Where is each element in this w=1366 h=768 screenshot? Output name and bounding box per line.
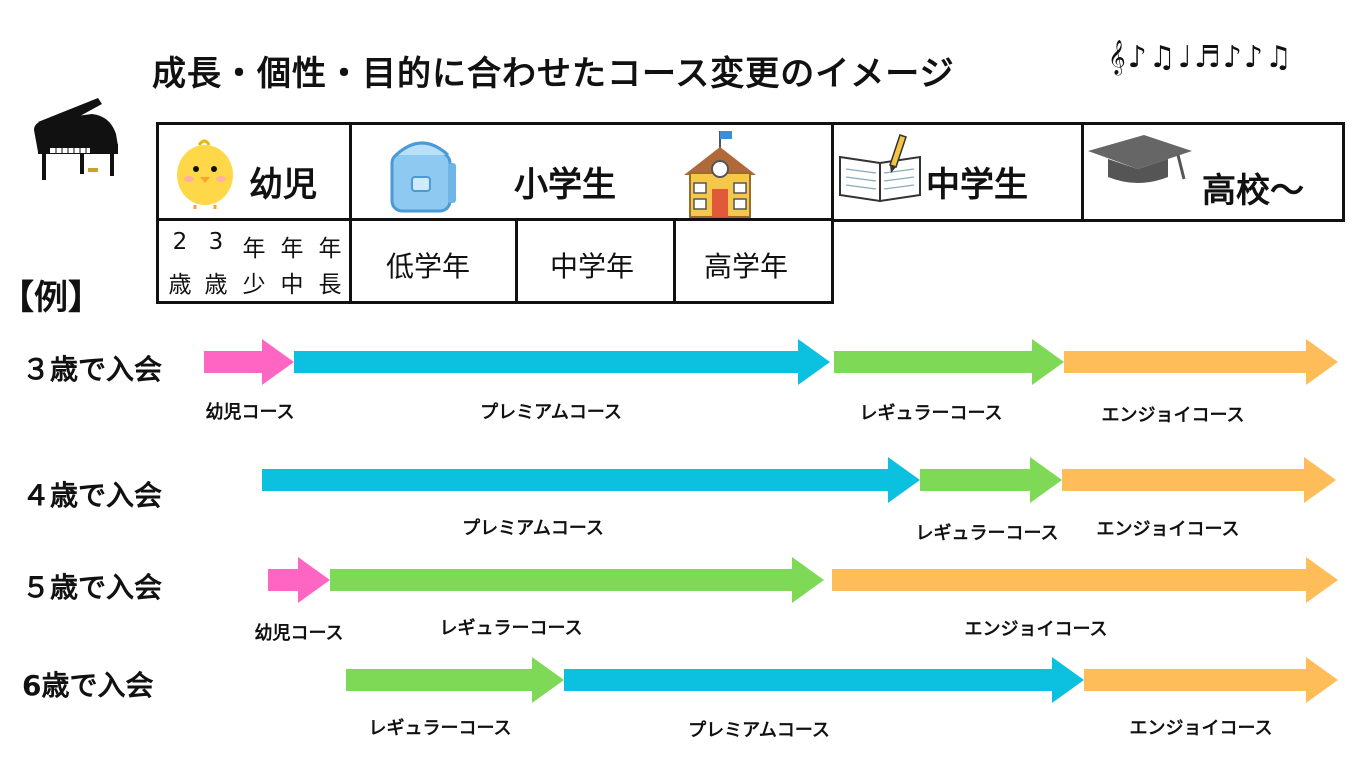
course-arrow: [834, 339, 1064, 385]
course-label: レギュラーコース: [368, 718, 512, 739]
course-label: レギュラーコース: [859, 403, 1003, 424]
course-arrow: [920, 457, 1062, 503]
row-label-age6: 6歳で入会: [22, 669, 154, 702]
chick-icon: [177, 139, 233, 209]
course-arrow: [294, 339, 830, 385]
course-arrow: [832, 557, 1338, 603]
course-label: プレミアムコース: [480, 402, 622, 423]
grade-high-cell: 高学年: [673, 218, 834, 304]
course-arrow: [1062, 457, 1336, 503]
grade-high: 高学年: [704, 250, 789, 283]
grade-mid: 中学年: [550, 250, 635, 283]
kindergarten-header: 幼児: [156, 122, 352, 222]
course-label: エンジョイコース: [1096, 519, 1240, 540]
kinder-grade-nenchu-top: 年: [280, 236, 304, 262]
notebook-pencil-icon: [839, 134, 921, 203]
elementary-header: 小学生: [349, 122, 834, 222]
kindergarten-grades: 2 歳 3 歳 年 少 年 中 年 長: [156, 218, 352, 304]
kinder-grade-nensho-bottom: 少: [242, 272, 266, 298]
course-arrow: [262, 457, 920, 503]
row-label-age3: ３歳で入会: [22, 353, 163, 386]
course-arrow: [1064, 339, 1338, 385]
graduation-cap-icon: [1088, 135, 1192, 183]
course-arrow: [330, 557, 824, 603]
school-building-icon: [684, 131, 756, 218]
course-label: エンジョイコース: [1129, 718, 1273, 739]
course-label: プレミアムコース: [688, 720, 830, 741]
course-label: エンジョイコース: [1101, 405, 1245, 426]
stage-elementary: 小学生: [514, 165, 616, 205]
kinder-grade-nensho-top: 年: [242, 236, 266, 262]
kinder-grade-2-bottom: 歳: [168, 272, 192, 298]
kinder-grade-3-bottom: 歳: [204, 272, 228, 298]
course-arrow: [564, 657, 1084, 703]
course-label: 幼児コース: [254, 623, 344, 644]
kinder-grade-nencho-bottom: 長: [318, 272, 342, 298]
course-arrow: [1084, 657, 1338, 703]
kinder-grade-3-top: 3: [208, 229, 224, 255]
kinder-grade-2-top: 2: [172, 229, 188, 255]
high-school-header: 高校〜: [1081, 122, 1345, 222]
course-label: レギュラーコース: [915, 523, 1059, 544]
grand-piano-icon: [34, 98, 118, 180]
kinder-grade-nenchu-bottom: 中: [280, 272, 304, 298]
course-label: プレミアムコース: [462, 518, 604, 539]
course-arrow: [268, 557, 330, 603]
grade-low: 低学年: [386, 250, 471, 283]
stage-high-school: 高校〜: [1202, 171, 1304, 211]
row-label-age5: ５歳で入会: [22, 571, 163, 604]
course-arrow: [204, 339, 294, 385]
kinder-grade-nencho-top: 年: [318, 236, 342, 262]
example-label: 【例】: [0, 278, 102, 318]
stage-kindergarten: 幼児: [249, 165, 317, 205]
course-label: レギュラーコース: [439, 618, 583, 639]
page-title: 成長・個性・目的に合わせたコース変更のイメージ: [152, 54, 955, 94]
course-label: エンジョイコース: [964, 619, 1108, 640]
music-notes-icon: 𝄞♪♫♩♬♪♪♫: [1108, 40, 1295, 75]
junior-high-header: 中学生: [831, 122, 1084, 222]
course-arrow: [346, 657, 564, 703]
course-label: 幼児コース: [205, 402, 295, 423]
row-label-age4: ４歳で入会: [22, 479, 163, 512]
stage-junior-high: 中学生: [926, 165, 1028, 205]
school-bag-icon: [390, 141, 456, 213]
grade-mid-cell: 中学年: [515, 218, 676, 304]
